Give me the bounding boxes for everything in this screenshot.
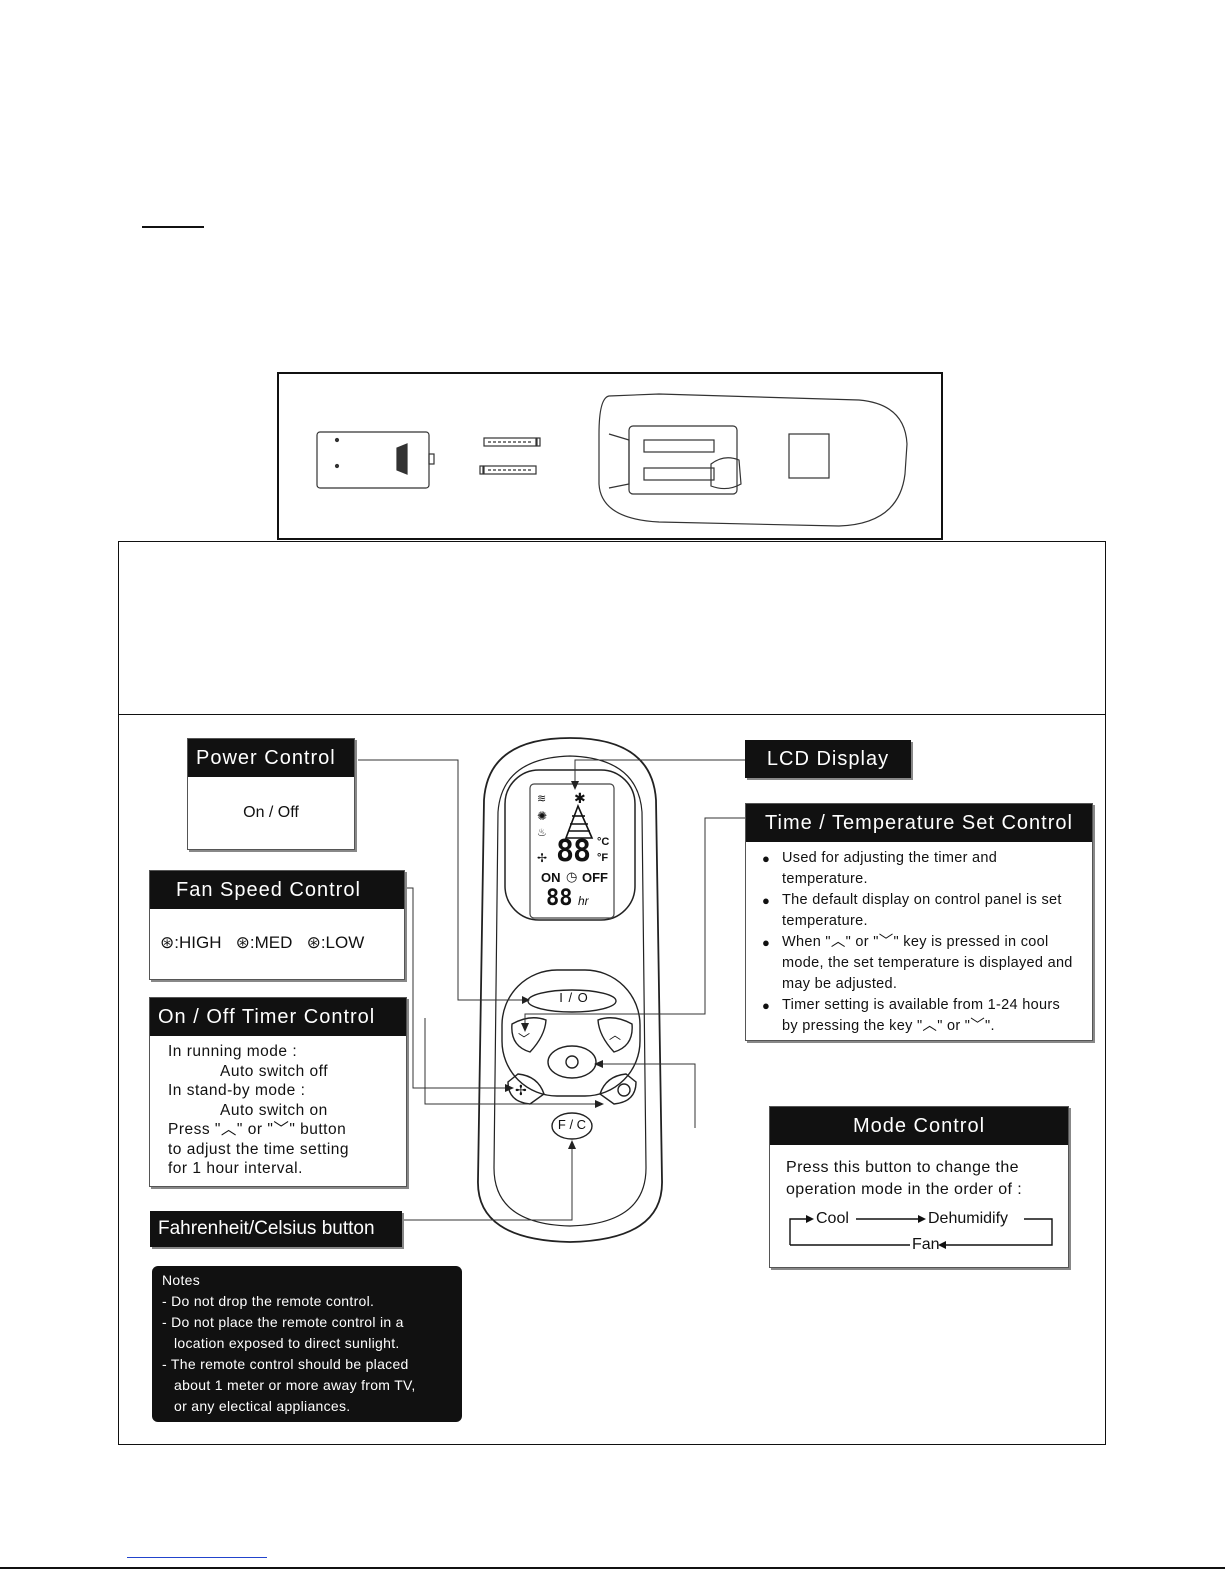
timer-line: Press "︿" or "﹀" button [168,1121,347,1138]
notes-line: - Do not drop the remote control. [162,1293,375,1309]
battery-illustration-box [277,372,943,540]
mode-flow-cool: Cool [816,1210,849,1227]
timer-line: Auto switch off [220,1062,329,1080]
timer-line: In stand-by mode : [168,1082,306,1099]
lcd-hr: hr [578,894,589,908]
time-temp-bullet: When "︿" or "﹀" key is pressed in cool m… [762,932,1078,995]
time-temp-title: Time / Temperature Set Control [746,804,1092,842]
notes-panel: Notes - Do not drop the remote control. … [152,1266,462,1422]
time-temp-body: Used for adjusting the timer and tempera… [746,842,1092,1037]
timer-line: to adjust the time setting [168,1140,350,1158]
battery-illustration [316,393,908,527]
fan-speed-callout: Fan Speed Control ⊛:HIGH ⊛:MED ⊛:LOW [149,870,405,980]
mode-control-body: Press this button to change the operatio… [786,1159,1023,1198]
fan-med-label: :MED [249,933,293,952]
lcd-temp-digits: 88 [556,834,591,869]
power-control-title: Power Control [188,739,354,777]
up-arrow-icon: ︿ [609,1028,622,1042]
down-arrow-icon: ﹀ [518,1032,531,1046]
time-temp-callout: Time / Temperature Set Control Used for … [745,803,1093,1041]
mode-flow-fan: Fan [912,1236,940,1253]
time-temp-bullet: Used for adjusting the timer and tempera… [762,848,1078,890]
timer-line: In running mode : [168,1043,298,1060]
timer-control-callout: On / Off Timer Control In running mode :… [149,997,407,1187]
lcd-hour-digits: 88 [546,886,573,911]
mode-flow-arrows [789,1215,1053,1249]
fan-speed-levels: ⊛:HIGH ⊛:MED ⊛:LOW [150,909,404,959]
timer-line: Auto switch on [220,1101,328,1119]
battery-cover-drawing [316,431,435,489]
fan-high-label: :HIGH [174,933,222,952]
footer-link-underline [127,1557,267,1558]
lcd-celsius: °C [597,836,610,848]
notes-line: location exposed to direct sunlight. [174,1335,400,1351]
power-control-body: On / Off [243,804,299,821]
lcd-off: OFF [582,870,608,885]
timer-control-title: On / Off Timer Control [150,998,406,1036]
remote-power-label: I / O [559,990,589,1005]
fc-button-callout: Fahrenheit/Celsius button [150,1211,402,1247]
time-temp-bullets: Used for adjusting the timer and tempera… [760,848,1078,1037]
notes-title: Notes [162,1272,201,1288]
timer-control-body: In running mode : Auto switch off In sta… [150,1036,406,1179]
heading-underline [142,226,204,228]
footer-rule [0,1567,1225,1569]
lcd-display-callout: LCD Display [745,740,911,778]
fan-med-icon: ⊛ [235,933,250,952]
fan-high-icon: ⊛ [160,933,175,952]
fan-speed-title: Fan Speed Control [150,871,404,909]
time-temp-bullet: Timer setting is available from 1-24 hou… [762,995,1078,1037]
time-temp-bullet: The default display on control panel is … [762,890,1078,932]
installation-info-box [118,541,1106,714]
fan-low-icon: ⊛ [306,933,321,952]
notes-line: - The remote control should be placed [162,1356,409,1372]
notes-line: - Do not place the remote control in a [162,1314,404,1330]
notes-line: about 1 meter or more away from TV, [174,1377,416,1393]
lcd-on: ON [541,870,561,885]
power-control-callout: Power Control On / Off [187,738,355,850]
timer-line: for 1 hour interval. [168,1160,303,1177]
lcd-clock-icon: ◷ [566,869,578,884]
remote-diagram-frame [118,714,1106,1445]
fan-button-icon: ✢ [515,1082,527,1098]
batteries-drawing [479,437,541,475]
notes-line: or any electical appliances. [174,1398,351,1414]
remote-fc-label: F / C [557,1117,587,1132]
mode-control-callout: Mode Control Press this button to change… [769,1106,1069,1268]
mode-control-title: Mode Control [770,1107,1068,1145]
fan-low-label: :LOW [320,933,365,952]
remote-back-drawing [598,393,908,527]
lcd-fahrenheit: °F [597,852,609,864]
mode-flow-dehumidify: Dehumidify [928,1210,1009,1227]
